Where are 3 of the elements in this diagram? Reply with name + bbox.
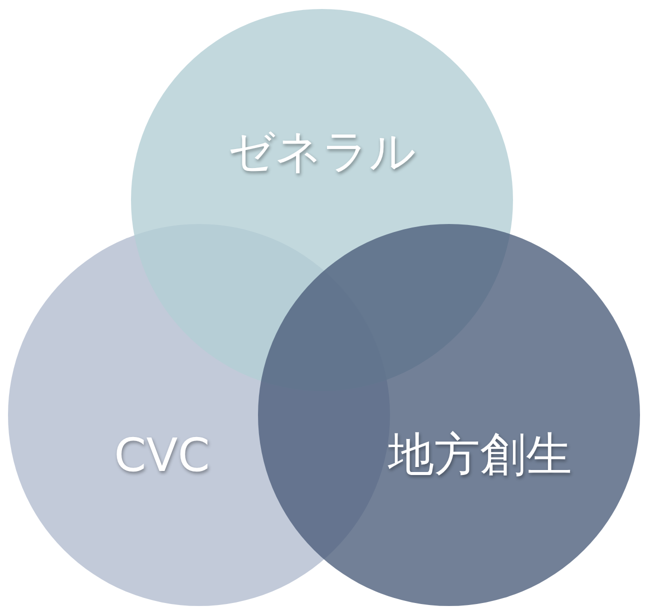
circle-label: CVC <box>114 428 210 482</box>
circle-label: ゼネラル <box>228 123 416 180</box>
circle-label: 地方創生 <box>388 426 572 483</box>
